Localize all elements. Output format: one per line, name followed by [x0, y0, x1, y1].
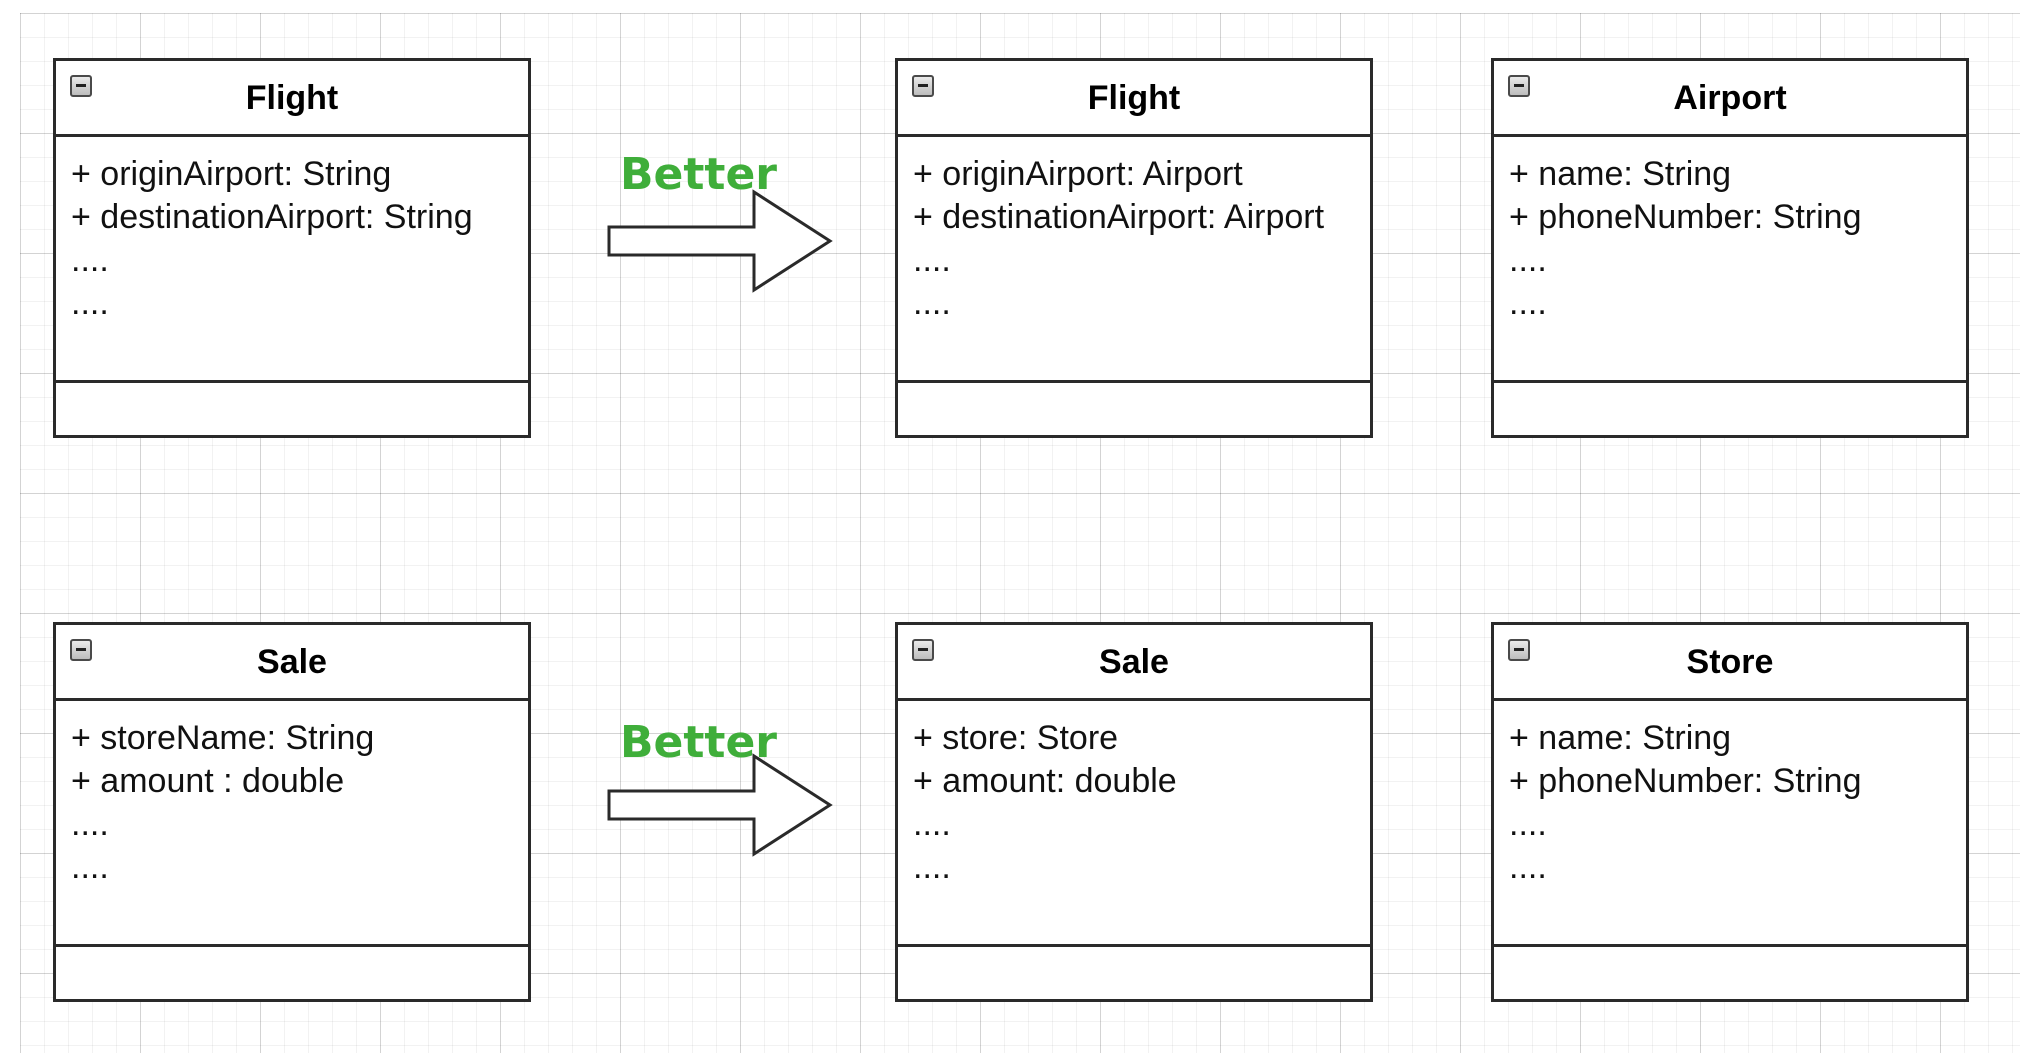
attribute-row: + destinationAirport: String [71, 198, 473, 236]
attribute-row: + name: String [1509, 719, 1732, 757]
class-sale-original[interactable]: Sale + storeName: String + amount : doub… [53, 622, 531, 1002]
method-compartment [898, 947, 1370, 999]
right-arrow-icon [607, 753, 833, 857]
attribute-row: .... [913, 805, 951, 843]
attribute-row: + amount: double [913, 762, 1177, 800]
attribute-compartment: + originAirport: String + destinationAir… [56, 137, 528, 383]
attribute-compartment: + name: String + phoneNumber: String ...… [1494, 701, 1966, 947]
class-header: Sale [56, 625, 528, 701]
class-flight-improved[interactable]: Flight + originAirport: Airport + destin… [895, 58, 1373, 438]
attribute-row: + store: Store [913, 719, 1119, 757]
attribute-compartment: + store: Store + amount: double .... ...… [898, 701, 1370, 947]
diagram-canvas: Flight + originAirport: String + destina… [20, 13, 2020, 1053]
attribute-compartment: + name: String + phoneNumber: String ...… [1494, 137, 1966, 383]
attribute-row: + phoneNumber: String [1509, 198, 1862, 236]
better-label: Better [620, 149, 777, 200]
attribute-row: .... [1509, 241, 1547, 279]
attribute-compartment: + originAirport: Airport + destinationAi… [898, 137, 1370, 383]
collapse-minus-icon[interactable] [70, 639, 92, 661]
attribute-row: + storeName: String [71, 719, 375, 757]
method-compartment [898, 383, 1370, 435]
class-header: Airport [1494, 61, 1966, 137]
class-name: Airport [1673, 79, 1787, 117]
attribute-row: + destinationAirport: Airport [913, 198, 1325, 236]
class-header: Flight [898, 61, 1370, 137]
class-name: Flight [1087, 79, 1181, 117]
attribute-row: .... [71, 241, 109, 279]
collapse-minus-icon[interactable] [1508, 639, 1530, 661]
collapse-minus-icon[interactable] [912, 639, 934, 661]
collapse-minus-icon[interactable] [70, 75, 92, 97]
collapse-minus-icon[interactable] [912, 75, 934, 97]
attribute-row: + originAirport: String [71, 155, 392, 193]
attribute-row: .... [71, 284, 109, 322]
class-name: Sale [257, 643, 327, 681]
class-airport[interactable]: Airport + name: String + phoneNumber: St… [1491, 58, 1969, 438]
class-name: Flight [245, 79, 339, 117]
method-compartment [1494, 383, 1966, 435]
class-flight-original[interactable]: Flight + originAirport: String + destina… [53, 58, 531, 438]
attribute-row: .... [71, 848, 109, 886]
attribute-row: .... [1509, 848, 1547, 886]
attribute-row: + amount : double [71, 762, 345, 800]
method-compartment [56, 947, 528, 999]
method-compartment [1494, 947, 1966, 999]
class-header: Sale [898, 625, 1370, 701]
attribute-row: .... [913, 284, 951, 322]
attribute-row: .... [1509, 284, 1547, 322]
attribute-row: + name: String [1509, 155, 1732, 193]
class-header: Flight [56, 61, 528, 137]
attribute-compartment: + storeName: String + amount : double ..… [56, 701, 528, 947]
method-compartment [56, 383, 528, 435]
attribute-row: .... [71, 805, 109, 843]
attribute-row: .... [913, 241, 951, 279]
class-header: Store [1494, 625, 1966, 701]
attribute-row: .... [913, 848, 951, 886]
better-label: Better [620, 717, 777, 768]
collapse-minus-icon[interactable] [1508, 75, 1530, 97]
attribute-row: + phoneNumber: String [1509, 762, 1862, 800]
attribute-row: + originAirport: Airport [913, 155, 1243, 193]
attribute-row: .... [1509, 805, 1547, 843]
class-store[interactable]: Store + name: String + phoneNumber: Stri… [1491, 622, 1969, 1002]
class-name: Sale [1099, 643, 1169, 681]
right-arrow-icon [607, 189, 833, 293]
class-name: Store [1686, 643, 1774, 681]
class-sale-improved[interactable]: Sale + store: Store + amount: double ...… [895, 622, 1373, 1002]
